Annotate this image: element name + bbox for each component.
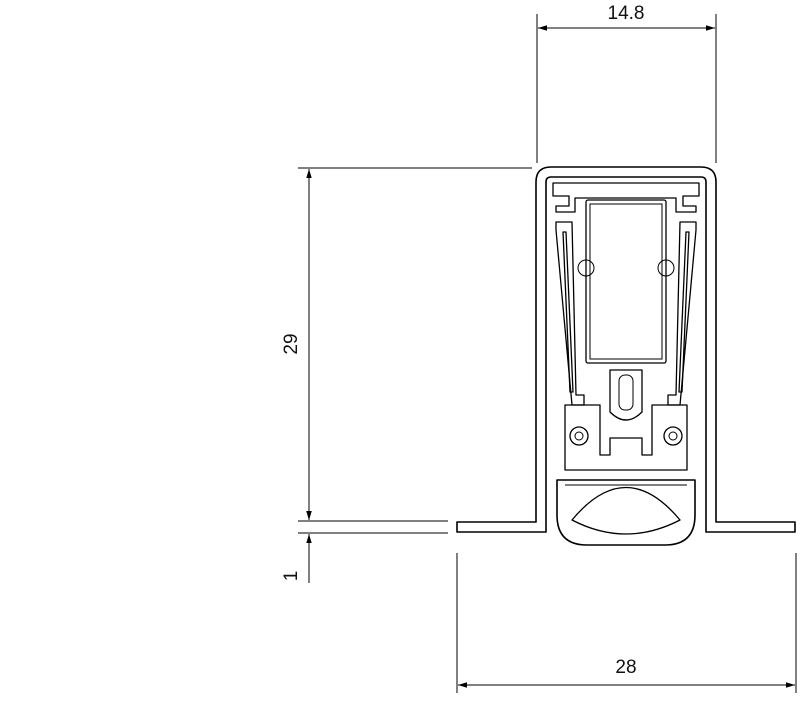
clip-left (569, 426, 589, 446)
dimension-label-height: 29 (281, 333, 302, 354)
dimension-top-width: 14.8 (536, 3, 717, 163)
lower-body (564, 404, 688, 471)
outer-housing (456, 166, 796, 533)
seal-holder (585, 199, 667, 364)
hinge-pin (609, 369, 643, 421)
carrier-left-wall (555, 221, 585, 406)
dimension-label-top-width: 14.8 (608, 3, 645, 24)
seal-bulb (556, 479, 696, 546)
carrier-right-wall (667, 221, 697, 406)
clip-right (663, 426, 683, 446)
dimension-base-width: 28 (456, 553, 797, 693)
dimension-label-base-offset: 1 (281, 571, 302, 582)
dimension-label-base-width: 28 (615, 657, 636, 678)
dimension-height: 29 (281, 167, 532, 522)
dimension-base-offset: 1 (281, 504, 448, 583)
top-channel (552, 182, 700, 213)
profile-cross-section (456, 166, 796, 546)
